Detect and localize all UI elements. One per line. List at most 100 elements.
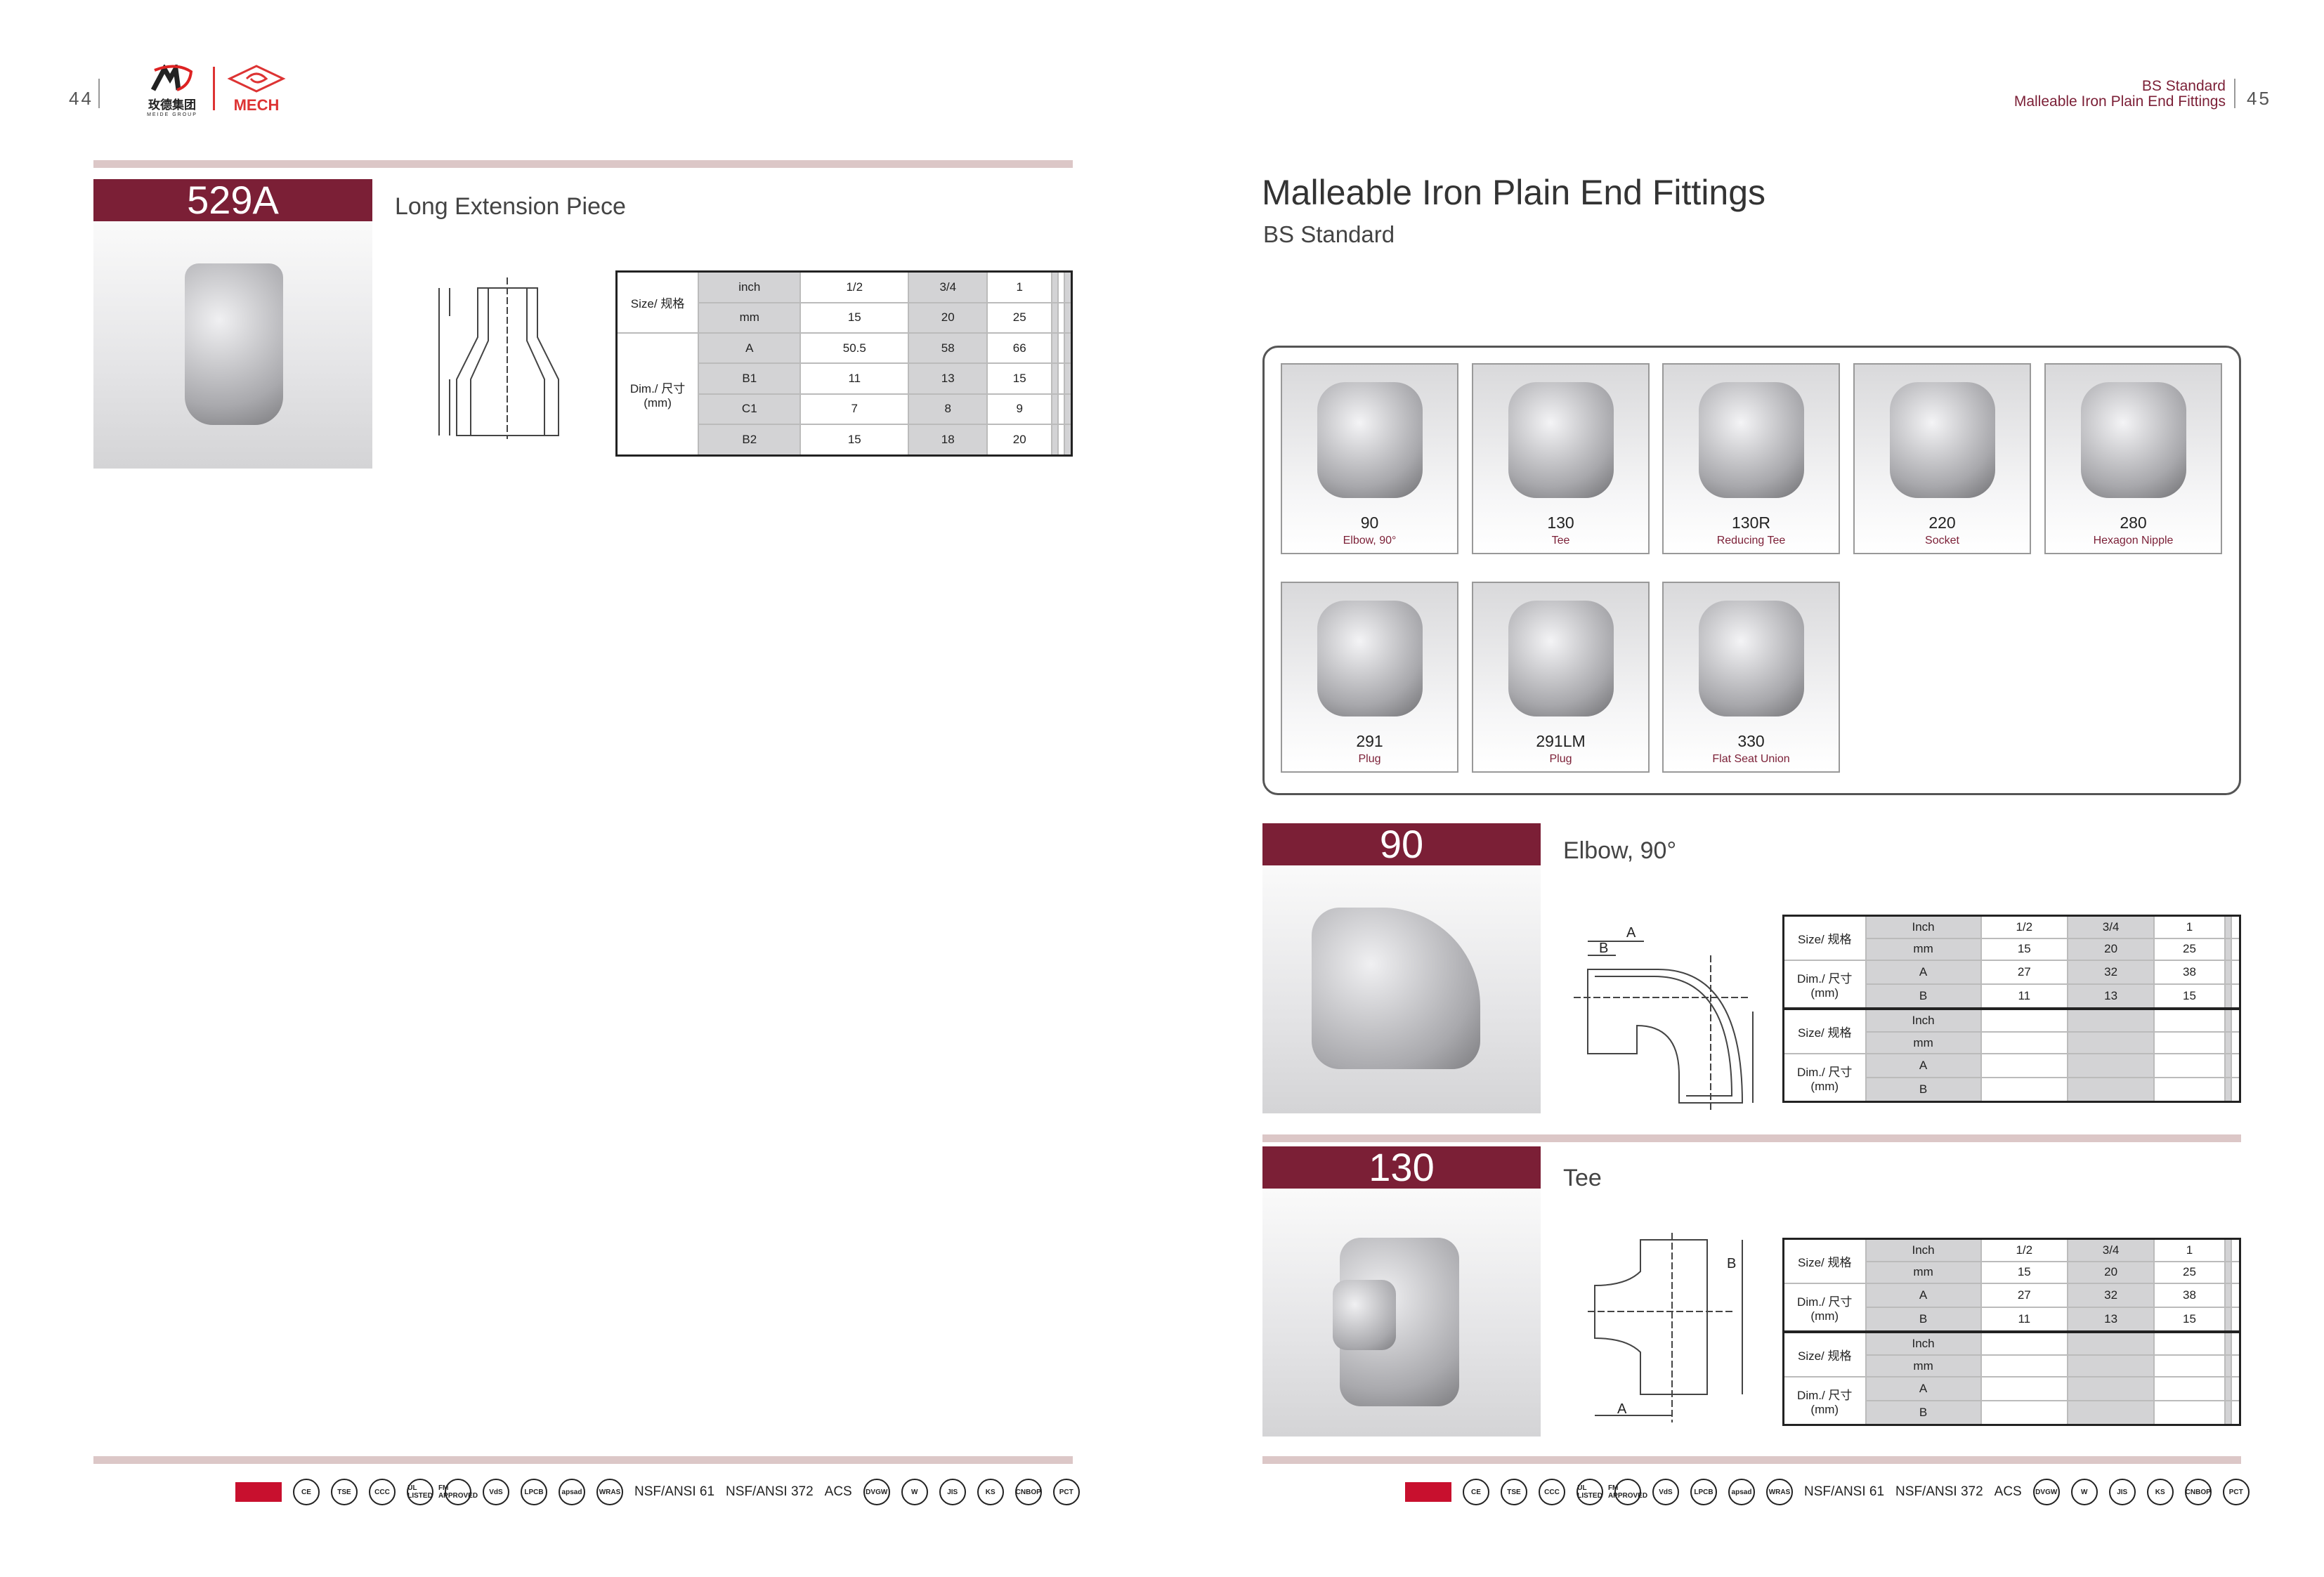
table-cell (2231, 1283, 2241, 1308)
table-cell (2153, 1400, 2226, 1426)
product-thumbnail (1317, 601, 1423, 716)
bureau-veritas-logo (235, 1482, 282, 1502)
cert-apsad-icon: apsad (1728, 1479, 1755, 1505)
table-cell (2066, 1376, 2155, 1402)
table-cell: 15 (986, 362, 1053, 395)
table-cell (2224, 1354, 2233, 1378)
table-cell (2231, 1238, 2241, 1262)
table-cell (2231, 1400, 2241, 1426)
row-group-label: Size/ 规格 (1782, 915, 1867, 962)
cert-wras-icon: WRAS (596, 1479, 623, 1505)
header-line2: Malleable Iron Plain End Fittings (2013, 93, 2226, 110)
table-cell: 15 (1980, 937, 2068, 962)
card-name: Plug (1358, 753, 1381, 765)
cert-pct-icon: PCT (1052, 1479, 1080, 1505)
product-thumbnail (1508, 382, 1614, 498)
cert-text: ACS (1994, 1484, 2022, 1499)
table-cell (1051, 270, 1059, 303)
table-cell (2231, 1330, 2241, 1356)
table-cell (2066, 1077, 2155, 1103)
catalog-grid (1262, 346, 2241, 795)
cert-tse-icon: TSE (1501, 1479, 1527, 1505)
row-label: A (1865, 1053, 1982, 1079)
section-rule (1262, 1134, 2241, 1142)
product-title: Tee (1563, 1165, 1602, 1191)
table-cell: 25 (986, 301, 1053, 334)
table-cell: 15 (2153, 983, 2226, 1009)
table-cell (2224, 1330, 2233, 1356)
table-cell (2224, 937, 2233, 962)
table-cell: 11 (799, 362, 910, 395)
table-cell (1980, 1376, 2068, 1402)
table-cell (2153, 1376, 2226, 1402)
product-title: Long Extension Piece (395, 193, 626, 220)
logo-en: MEIDE GROUP (147, 112, 197, 117)
mech-logo: MECH (225, 65, 288, 114)
table-cell (2224, 1007, 2233, 1033)
table-cell (2231, 1354, 2241, 1378)
row-label: Inch (1865, 1330, 1982, 1356)
card-code: 280 (2120, 513, 2147, 532)
table-cell: 25 (2153, 1260, 2226, 1285)
table-cell: 3/4 (2066, 915, 2155, 939)
cert-ks-icon: KS (977, 1479, 1004, 1505)
table-row: B (1784, 1077, 2241, 1103)
product-thumbnail (1699, 382, 1804, 498)
row-label: B1 (698, 362, 802, 395)
table-cell (2153, 1354, 2226, 1378)
table-cell (1051, 332, 1059, 365)
table-cell (2224, 915, 2233, 939)
table-cell (2231, 937, 2241, 962)
table-cell (2066, 1030, 2155, 1055)
product-code-badge: 130 (1262, 1146, 1541, 1189)
table-cell (2231, 1053, 2241, 1079)
table-cell (2066, 1007, 2155, 1033)
table-cell (2231, 960, 2241, 985)
divider (2234, 79, 2235, 108)
cert-dvgw-icon: DVGW (863, 1479, 890, 1505)
cert-lpcb-icon: LPCB (1690, 1479, 1717, 1505)
table-cell (1057, 393, 1065, 426)
table-cell (2224, 1306, 2233, 1333)
table-cell: 13 (2066, 983, 2155, 1009)
card-name: Reducing Tee (1716, 535, 1786, 547)
row-label: B2 (698, 424, 802, 457)
table-cell (2231, 1007, 2241, 1033)
row-label: C1 (698, 393, 802, 426)
card-code: 291 (1356, 732, 1383, 750)
table-cell: 25 (2153, 937, 2226, 962)
cert-vds-icon: VdS (1652, 1479, 1679, 1505)
cert-text: NSF/ANSI 372 (1895, 1484, 1983, 1499)
page-subtitle: BS Standard (1263, 221, 1395, 247)
logo-cn: 玫德集团 (148, 98, 196, 112)
table-cell: 38 (2153, 960, 2226, 985)
cert-w-icon: W (901, 1479, 928, 1505)
table-cell (1980, 1007, 2068, 1033)
table-cell (2224, 1400, 2233, 1426)
cert-jis-icon: JIS (2108, 1479, 2136, 1505)
table-cell: 1 (986, 270, 1053, 303)
table-cell: 11 (1980, 983, 2068, 1009)
cert-text: NSF/ANSI 372 (726, 1484, 814, 1499)
table-cell (2231, 1030, 2241, 1055)
table-cell (1057, 332, 1065, 365)
table-cell (2066, 1053, 2155, 1079)
card-code: 291LM (1536, 732, 1586, 750)
card-code: 130 (1547, 513, 1574, 532)
